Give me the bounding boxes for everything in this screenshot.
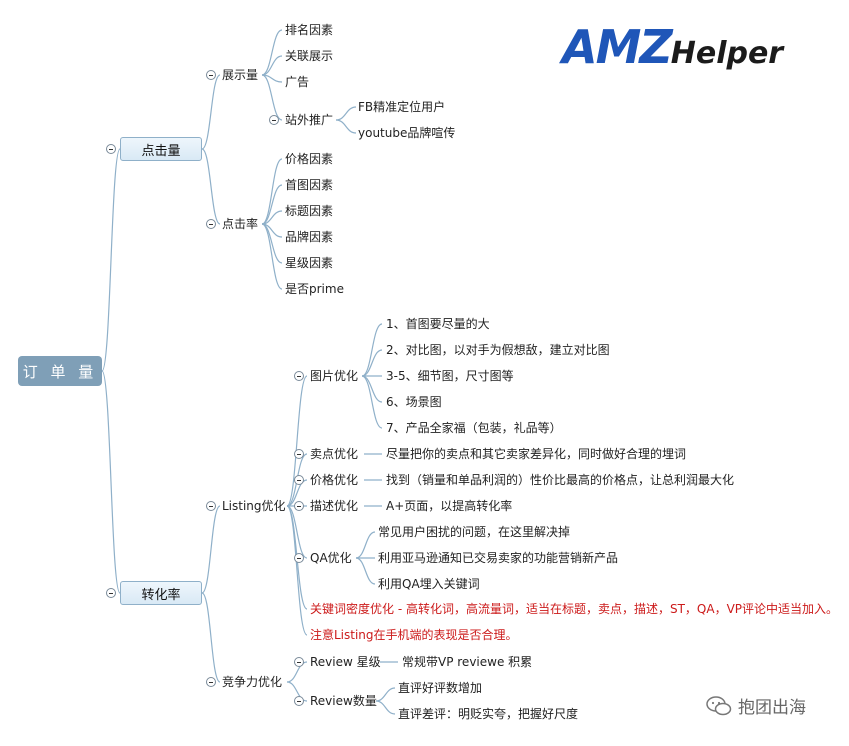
node-exposure: 展示量 (222, 68, 259, 82)
leaf-review-stars: 常规带VP reviewe 积累 (402, 655, 533, 669)
root-node-order-volume: 订 单 量 (18, 356, 102, 386)
link-conv-compete (201, 592, 221, 683)
collapse-toggle-exposure[interactable] (206, 70, 216, 80)
link-lst-img (286, 375, 308, 507)
node-ctr: 点击率 (222, 217, 259, 231)
leaf-image-3: 3-5、细节图，尺寸图等 (386, 369, 514, 383)
link-exp-2 (261, 55, 283, 76)
wechat-icon (706, 695, 732, 715)
node-desc-opt: 描述优化 (310, 499, 359, 513)
link-img-4 (361, 375, 383, 403)
link-exp-4 (261, 74, 283, 121)
leaf-ctr-5: 星级因素 (285, 256, 334, 270)
link-qa-1 (355, 531, 376, 559)
link-ctr-1 (261, 158, 283, 225)
node-qa-opt: QA优化 (310, 551, 352, 565)
link-off-1 (335, 106, 357, 121)
collapse-toggle-listing[interactable] (206, 501, 216, 511)
node-listing: Listing优化 (222, 499, 286, 513)
leaf-exposure-1: 排名因素 (285, 23, 334, 37)
leaf-ctr-1: 价格因素 (285, 152, 334, 166)
collapse-toggle-ctr[interactable] (206, 219, 216, 229)
collapse-toggle-count[interactable] (294, 696, 304, 706)
node-clicks: 点击量 (120, 137, 202, 161)
leaf-selling: 尽量把你的卖点和其它卖家差异化，同时做好合理的埋词 (386, 447, 687, 461)
collapse-toggle-qa[interactable] (294, 553, 304, 563)
leaf-desc: A+页面，以提高转化率 (386, 499, 513, 513)
leaf-review-count-2: 直评差评：明贬实夸，把握好尺度 (398, 707, 579, 721)
link-img-2 (361, 349, 383, 377)
collapse-toggle-compete[interactable] (206, 677, 216, 687)
collapse-toggle-offsite[interactable] (269, 115, 279, 125)
link-qa-3 (355, 557, 376, 585)
link-root-clicks (101, 148, 121, 372)
node-conversion: 转化率 (120, 581, 202, 605)
node-review-stars: Review 星级 (310, 655, 381, 669)
collapse-toggle-image[interactable] (294, 371, 304, 381)
link-lst-price (286, 479, 308, 507)
node-review-count: Review数量 (310, 694, 377, 708)
link-ctr-3 (261, 210, 283, 225)
link-lst-mob (286, 505, 308, 636)
leaf-qa-3: 利用QA埋入关键词 (378, 577, 480, 591)
link-lst-qa (286, 505, 308, 559)
link-cnt-1 (375, 687, 396, 702)
watermark: 抱团出海 (706, 693, 806, 718)
leaf-image-4: 6、场景图 (386, 395, 442, 409)
link-conv-listing (201, 505, 221, 594)
node-compete: 竞争力优化 (222, 675, 283, 689)
link-cmp-stars (286, 661, 308, 683)
node-price-opt: 价格优化 (310, 473, 359, 487)
collapse-toggle-conversion[interactable] (106, 588, 116, 598)
link-img-1 (361, 323, 383, 377)
leaf-ctr-3: 标题因素 (285, 204, 334, 218)
link-root-conversion (101, 370, 121, 594)
note-keyword-density: 关键词密度优化 - 高转化词，高流量词，适当在标题，卖点，描述，ST，QA，VP… (310, 602, 839, 616)
node-image-opt: 图片优化 (310, 369, 359, 383)
leaf-image-5: 7、产品全家福（包装，礼品等） (386, 421, 562, 435)
leaf-image-2: 2、对比图，以对手为假想敌，建立对比图 (386, 343, 610, 357)
leaf-ctr-4: 品牌因素 (285, 230, 334, 244)
leaf-offsite-2: youtube品牌喧传 (358, 126, 456, 140)
leaf-qa-2: 利用亚马逊通知已交易卖家的功能营销新产品 (378, 551, 619, 565)
collapse-toggle-stars[interactable] (294, 657, 304, 667)
link-ctr-6 (261, 223, 283, 290)
link-cnt-2 (375, 700, 396, 715)
leaf-ctr-2: 首图因素 (285, 178, 334, 192)
leaf-review-count-1: 直评好评数增加 (398, 681, 483, 695)
collapse-toggle-desc[interactable] (294, 501, 304, 511)
leaf-qa-1: 常见用户困扰的问题，在这里解决掉 (378, 525, 571, 539)
leaf-price: 找到（销量和单品利润的）性价比最高的价格点，让总利润最大化 (386, 473, 735, 487)
note-mobile: 注意Listing在手机端的表现是否合理。 (310, 628, 518, 642)
node-selling-opt: 卖点优化 (310, 447, 359, 461)
leaf-image-1: 1、首图要尽量的大 (386, 317, 490, 331)
collapse-toggle-selling[interactable] (294, 449, 304, 459)
amzhelper-logo: AMZHelper (562, 20, 784, 74)
link-clicks-ctr (201, 148, 221, 225)
leaf-exposure-2: 关联展示 (285, 49, 334, 63)
link-cmp-count (286, 681, 308, 702)
leaf-ctr-6: 是否prime (285, 282, 344, 296)
collapse-toggle-clicks[interactable] (106, 144, 116, 154)
link-ctr-2 (261, 184, 283, 225)
leaf-offsite-1: FB精准定位用户 (358, 100, 446, 114)
link-exp-1 (261, 29, 283, 76)
link-off-2 (335, 119, 357, 134)
leaf-exposure-3: 广告 (285, 75, 310, 89)
node-offsite: 站外推广 (285, 113, 334, 127)
collapse-toggle-price[interactable] (294, 475, 304, 485)
link-img-5 (361, 375, 383, 429)
link-clicks-exposure (201, 74, 221, 150)
